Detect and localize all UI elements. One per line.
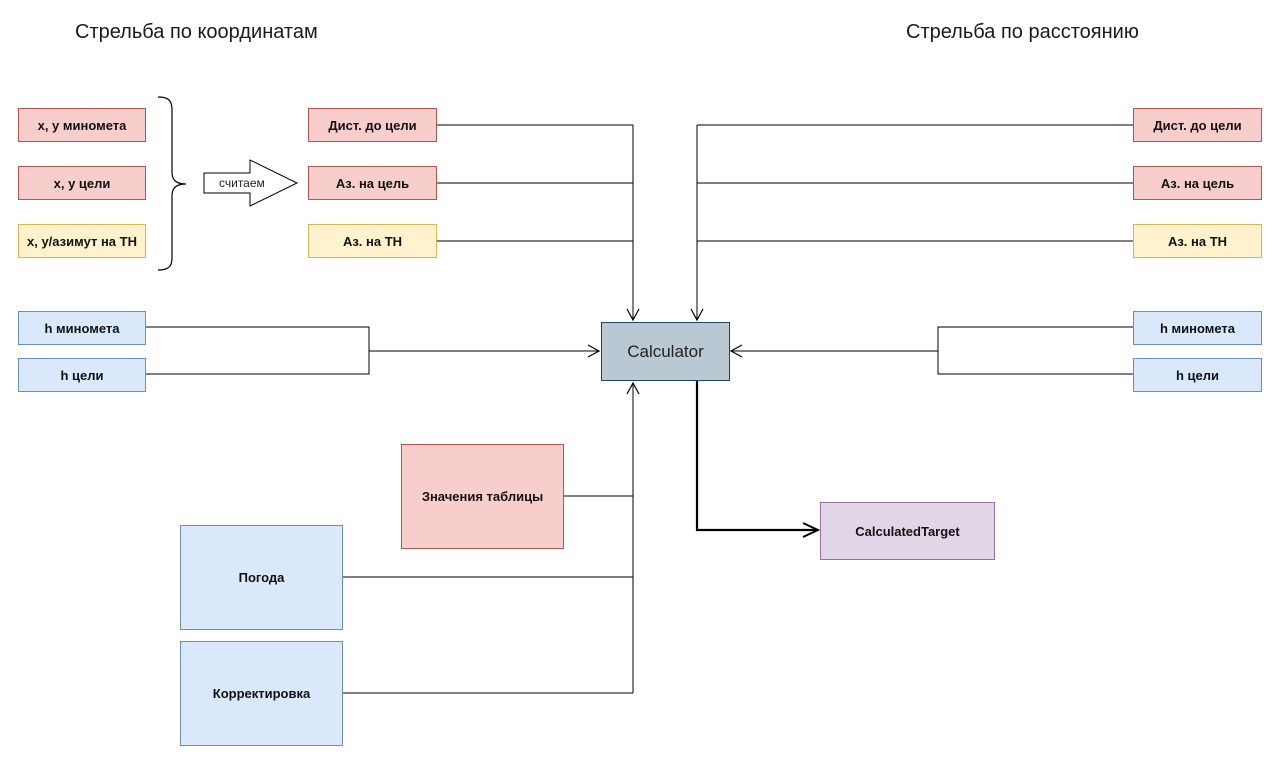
right-distance-box: Дист. до цели xyxy=(1133,108,1262,142)
left-mode-heading: Стрельба по координатам xyxy=(75,21,318,43)
right-height-wires xyxy=(729,326,1133,375)
left-target-height-box: h цели xyxy=(18,358,146,392)
left-reference-azimuth-box: Аз. на ТН xyxy=(308,224,437,258)
right-mortar-height-box: h миномета xyxy=(1133,311,1262,345)
left-height-wires xyxy=(146,326,601,375)
weather-box: Погода xyxy=(180,525,343,630)
target-coordinates-box: x, y цели xyxy=(18,166,146,200)
grouping-brace xyxy=(157,96,187,271)
right-mode-heading: Стрельба по расстоянию xyxy=(906,21,1139,43)
compute-arrow xyxy=(203,159,299,207)
mortar-coordinates-box: x, y миномета xyxy=(18,108,146,142)
calculator-box: Calculator xyxy=(601,322,730,381)
right-input-wires xyxy=(690,124,1133,322)
right-target-height-box: h цели xyxy=(1133,358,1262,392)
right-azimuth-box: Аз. на цель xyxy=(1133,166,1262,200)
calculated-target-box: CalculatedTarget xyxy=(820,502,995,560)
compute-arrow-label: считаем xyxy=(219,176,265,190)
table-values-box: Значения таблицы xyxy=(401,444,564,549)
left-mortar-height-box: h миномета xyxy=(18,311,146,345)
bottom-input-wires xyxy=(343,381,640,694)
left-azimuth-box: Аз. на цель xyxy=(308,166,437,200)
reference-point-box: x, y/азимут на ТН xyxy=(18,224,146,258)
right-reference-azimuth-box: Аз. на ТН xyxy=(1133,224,1262,258)
left-distance-box: Дист. до цели xyxy=(308,108,437,142)
result-wire xyxy=(695,381,818,530)
left-computed-wires xyxy=(437,124,640,322)
correction-box: Корректировка xyxy=(180,641,343,746)
